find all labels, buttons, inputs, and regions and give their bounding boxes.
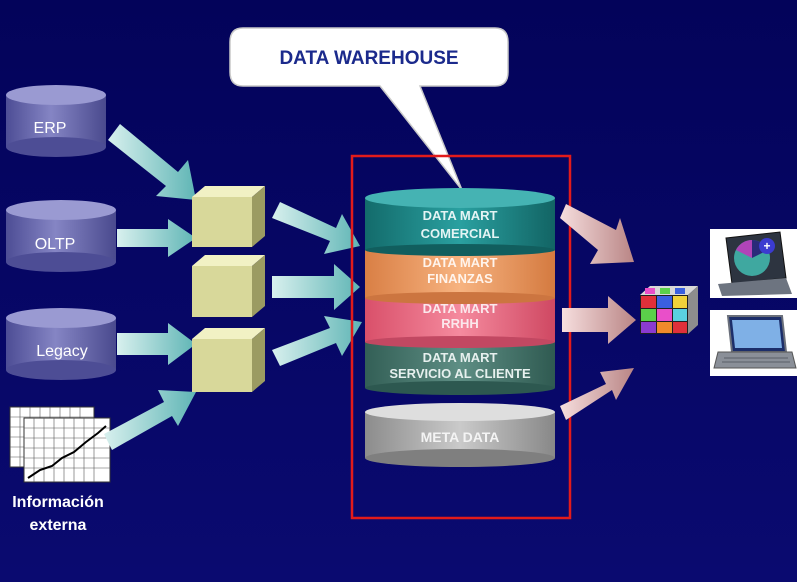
source-erp-label: ERP xyxy=(34,120,67,137)
source-external-label-line2: externa xyxy=(30,517,87,534)
arrow-to-bottom-output xyxy=(560,368,634,420)
data-mart-comercial-line1: DATA MART xyxy=(423,208,498,223)
data-mart-servicio-line2: SERVICIO AL CLIENTE xyxy=(389,366,531,381)
data-mart-servicio-line1: DATA MART xyxy=(423,350,498,365)
arrow-to-top-output xyxy=(560,204,634,264)
data-warehouse-callout: DATA WAREHOUSE xyxy=(229,27,509,191)
data-mart-stack: DATA MART SERVICIO AL CLIENTE DATA MART … xyxy=(365,188,555,395)
warehouse-border xyxy=(350,154,572,520)
arrow-legacy-to-cube xyxy=(117,323,196,365)
data-mart-servicio: DATA MART SERVICIO AL CLIENTE xyxy=(365,340,555,395)
data-mart-comercial: DATA MART COMERCIAL xyxy=(365,188,555,256)
arrow-erp-to-cube xyxy=(108,124,196,200)
pie-chart-laptop-icon: + xyxy=(710,229,797,298)
callout-title: DATA WAREHOUSE xyxy=(279,48,458,69)
cube-icon xyxy=(192,328,265,392)
arrow-cube1-to-warehouse xyxy=(272,202,360,254)
arrow-external-to-cube xyxy=(104,390,196,450)
data-mart-finanzas: DATA MART FINANZAS xyxy=(365,248,555,304)
source-erp: ERP xyxy=(6,85,106,157)
database-cylinder-icon xyxy=(6,200,116,272)
chart-sheet-icon xyxy=(9,406,111,483)
data-mart-rrhh-line1: DATA MART xyxy=(423,301,498,316)
database-cylinder-icon xyxy=(6,308,116,380)
arrow-oltp-to-cube xyxy=(117,219,196,257)
cube-icon xyxy=(192,186,265,247)
database-cylinder-icon xyxy=(6,85,106,157)
data-mart-finanzas-line1: DATA MART xyxy=(423,255,498,270)
arrows-sources-to-staging xyxy=(104,124,196,450)
cube-icon xyxy=(192,255,265,317)
svg-text:+: + xyxy=(763,239,770,253)
source-external: Información externa xyxy=(9,406,111,534)
staging-cubes xyxy=(192,186,265,392)
meta-data-label: META DATA xyxy=(421,429,500,445)
data-mart-rrhh-line2: RRHH xyxy=(441,316,479,331)
data-mart-comercial-line2: COMERCIAL xyxy=(421,226,500,241)
arrow-to-olap-cube xyxy=(562,296,636,344)
arrow-cube2-to-warehouse xyxy=(272,264,360,310)
arrows-staging-to-warehouse xyxy=(272,202,362,366)
source-external-label-line1: Información xyxy=(12,494,104,511)
meta-data-cylinder: META DATA xyxy=(365,403,555,467)
source-oltp-label: OLTP xyxy=(35,236,76,253)
laptop-icon xyxy=(710,310,797,376)
source-oltp: OLTP xyxy=(6,200,116,272)
source-legacy: Legacy xyxy=(6,308,116,380)
source-legacy-label: Legacy xyxy=(36,343,88,360)
arrows-warehouse-to-outputs xyxy=(560,204,636,420)
data-mart-finanzas-line2: FINANZAS xyxy=(427,271,493,286)
arrow-cube3-to-warehouse xyxy=(272,316,362,366)
olap-cube-icon xyxy=(640,286,698,334)
